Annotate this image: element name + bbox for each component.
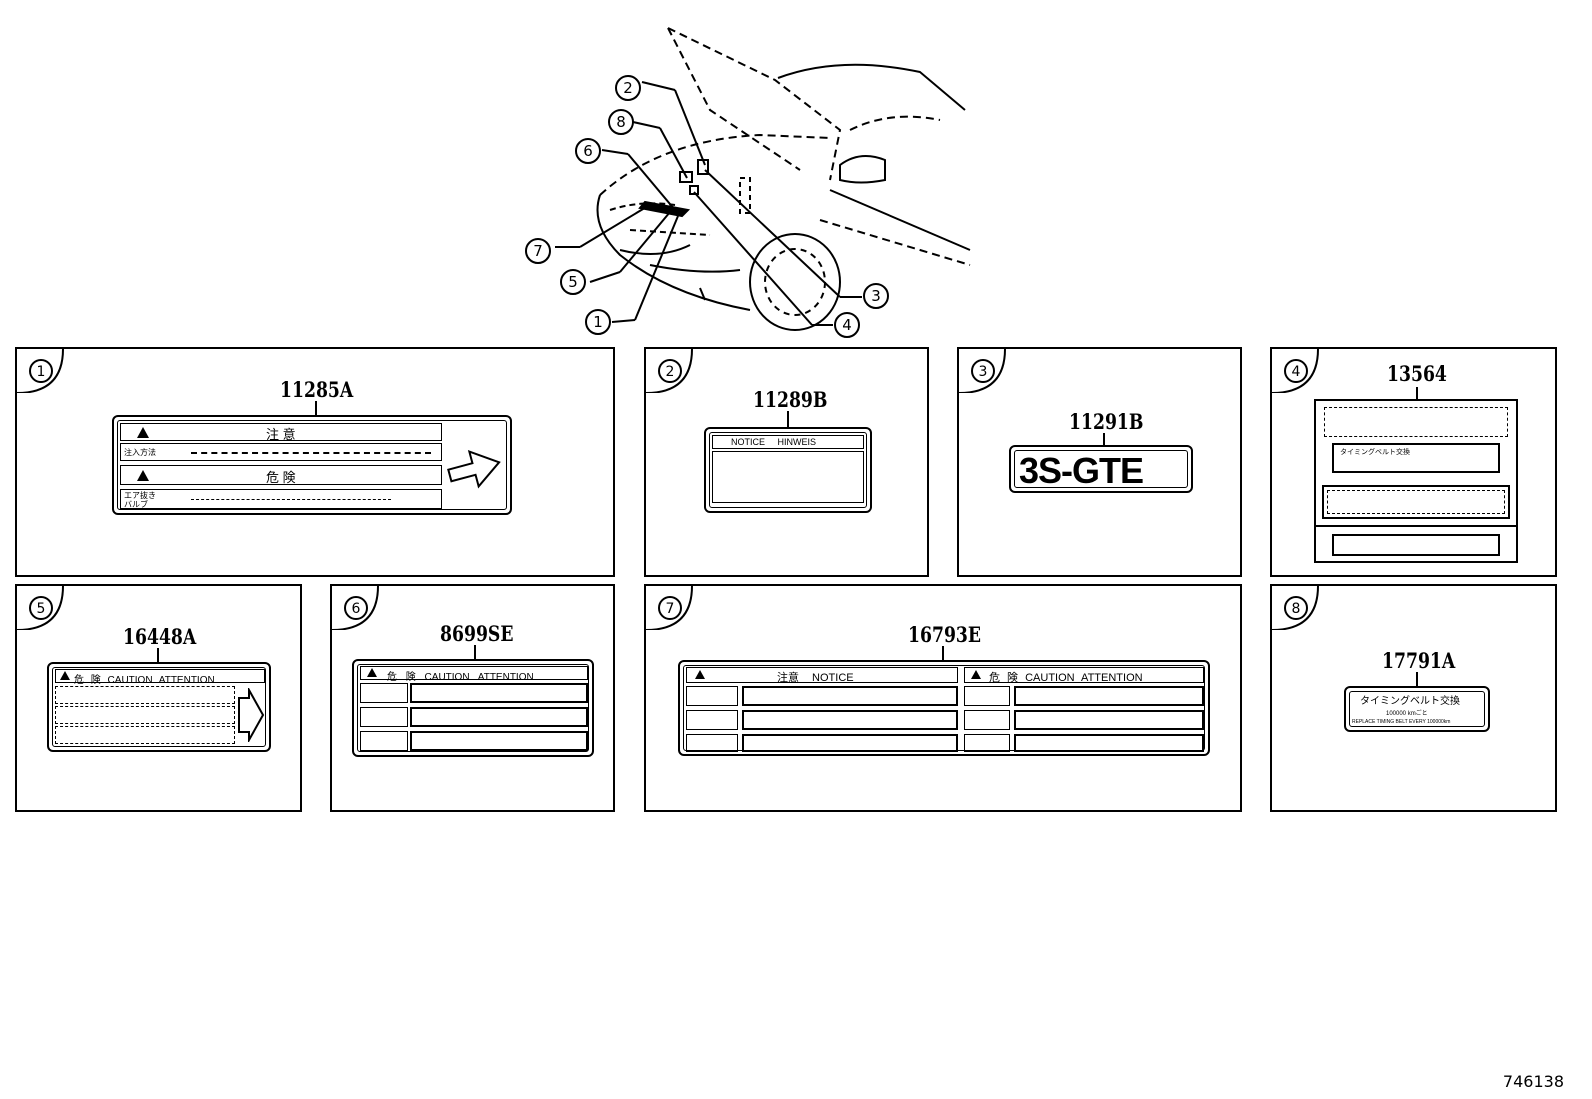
part-number: 11285A bbox=[280, 377, 354, 402]
svg-text:8: 8 bbox=[616, 113, 626, 131]
svg-text:1: 1 bbox=[593, 313, 603, 331]
callout-2: 2 bbox=[615, 75, 641, 101]
warning-triangle-icon bbox=[137, 470, 149, 481]
svg-text:5: 5 bbox=[568, 273, 578, 291]
panel-1: 1 11285A 注 意 注入方法 危 険 エア抜き バルブ bbox=[15, 347, 615, 577]
panel-index-badge: 5 bbox=[17, 586, 64, 630]
panel-index-badge: 2 bbox=[646, 349, 693, 393]
callout-7: 7 bbox=[525, 238, 551, 264]
part-number: 11291B bbox=[1069, 409, 1144, 434]
notice-text: 注 意 bbox=[266, 427, 296, 442]
part-number: 16448A bbox=[123, 624, 197, 649]
arrow-icon bbox=[238, 688, 265, 742]
panel-index-badge: 6 bbox=[332, 586, 379, 630]
header-text: 危 険 CAUTION ATTENTION bbox=[387, 672, 534, 683]
engine-bay-diagram: 2 8 6 7 5 1 3 4 bbox=[525, 27, 971, 338]
warning-triangle-icon bbox=[137, 427, 149, 438]
part-number: 8699SE bbox=[440, 621, 514, 646]
panel-index-badge: 8 bbox=[1272, 586, 1319, 630]
label-16793E: 注意 NOTICE 危 険 CAUTION ATTENTION bbox=[678, 660, 1210, 756]
panel-6: 6 8699SE 危 険 CAUTION ATTENTION bbox=[330, 584, 615, 812]
figure-code: 746138 bbox=[1502, 1072, 1564, 1091]
panel-2: 2 11289B NOTICE HINWEIS bbox=[644, 347, 929, 577]
label-11289B: NOTICE HINWEIS bbox=[704, 427, 872, 513]
title-text: タイミングベルト交換 bbox=[1360, 696, 1460, 707]
callout-1: 1 bbox=[585, 309, 611, 335]
part-number: 13564 bbox=[1387, 361, 1447, 386]
panel-index: 8 bbox=[1292, 601, 1301, 617]
warning-triangle-icon bbox=[971, 670, 981, 679]
interval-text: 100000 kmごと bbox=[1386, 711, 1428, 717]
panel-5: 5 16448A 危 険 CAUTION ATTENTION bbox=[15, 584, 302, 812]
panel-index-badge: 3 bbox=[959, 349, 1006, 393]
svg-text:4: 4 bbox=[842, 316, 852, 334]
panel-index: 3 bbox=[979, 364, 988, 380]
panel-4: 4 13564 タイミングベルト交換 bbox=[1270, 347, 1557, 577]
panel-index: 6 bbox=[352, 601, 361, 617]
header-text: NOTICE HINWEIS bbox=[731, 437, 817, 447]
svg-text:3: 3 bbox=[871, 287, 881, 305]
label-11291B: 3S-GTE bbox=[1009, 445, 1193, 493]
panel-index-badge: 1 bbox=[17, 349, 64, 393]
notice-text: 注意 NOTICE bbox=[777, 672, 854, 684]
label-17791A: タイミングベルト交換 100000 kmごと REPLACE TIMING BE… bbox=[1344, 686, 1490, 732]
panel-index: 4 bbox=[1292, 364, 1301, 380]
panel-index: 5 bbox=[37, 601, 46, 617]
svg-text:6: 6 bbox=[583, 142, 593, 160]
warning-triangle-icon bbox=[60, 671, 70, 680]
warning-triangle-icon bbox=[367, 668, 377, 677]
row2-text: エア抜き バルブ bbox=[124, 491, 156, 509]
part-number: 17791A bbox=[1382, 648, 1456, 673]
panel-7: 7 16793E 注意 NOTICE 危 険 CAUTION ATTENTION bbox=[644, 584, 1242, 812]
panel-index-badge: 7 bbox=[646, 586, 693, 630]
label-11285A: 注 意 注入方法 危 険 エア抜き バルブ bbox=[112, 415, 512, 515]
panel-index: 1 bbox=[37, 364, 46, 380]
svg-text:7: 7 bbox=[533, 242, 543, 260]
timing-belt-text: タイミングベルト交換 bbox=[1340, 449, 1410, 456]
label-16448A: 危 険 CAUTION ATTENTION bbox=[47, 662, 271, 752]
callout-3: 3 bbox=[863, 283, 889, 309]
callout-8: 8 bbox=[608, 109, 634, 135]
row1-text: 注入方法 bbox=[124, 448, 156, 457]
panel-index: 7 bbox=[666, 601, 675, 617]
arrow-icon bbox=[447, 450, 501, 489]
label-8699SE: 危 険 CAUTION ATTENTION bbox=[352, 659, 594, 757]
label-13564: タイミングベルト交換 bbox=[1314, 399, 1518, 563]
callout-4: 4 bbox=[834, 312, 860, 338]
header-text: 危 険 CAUTION ATTENTION bbox=[74, 675, 215, 686]
panel-index-badge: 4 bbox=[1272, 349, 1319, 393]
replace-text: REPLACE TIMING BELT EVERY 100000km bbox=[1352, 719, 1451, 725]
engine-code-text: 3S-GTE bbox=[1019, 450, 1144, 491]
danger-text: 危 険 bbox=[266, 470, 296, 485]
callout-5: 5 bbox=[560, 269, 586, 295]
part-number: 16793E bbox=[908, 622, 982, 647]
caution-text: 危 険 CAUTION ATTENTION bbox=[989, 672, 1143, 684]
callout-6: 6 bbox=[575, 138, 601, 164]
part-number: 11289B bbox=[753, 387, 828, 412]
panel-3: 3 11291B 3S-GTE bbox=[957, 347, 1242, 577]
warning-triangle-icon bbox=[695, 670, 705, 679]
svg-text:2: 2 bbox=[623, 79, 633, 97]
panel-8: 8 17791A タイミングベルト交換 100000 kmごと REPLACE … bbox=[1270, 584, 1557, 812]
panel-index: 2 bbox=[666, 364, 675, 380]
